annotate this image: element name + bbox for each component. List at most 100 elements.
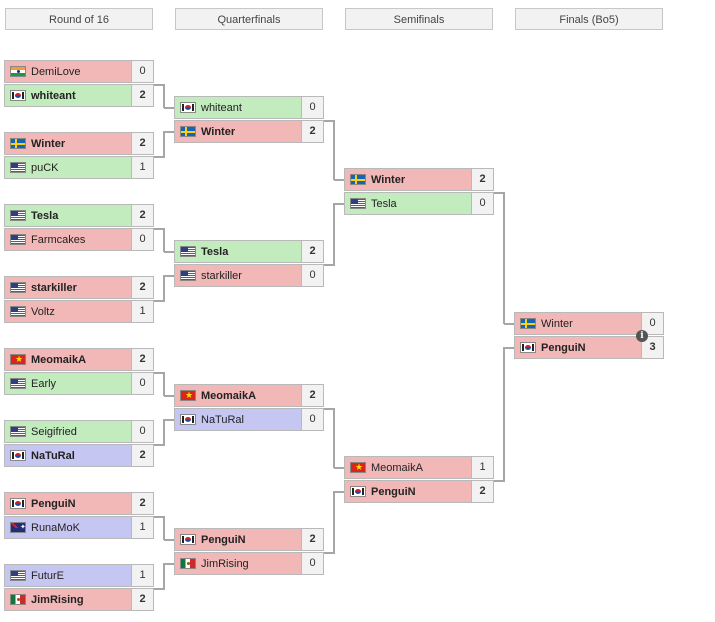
player-name[interactable]: RunaMoK	[31, 521, 80, 534]
player-name[interactable]: starkiller	[201, 269, 242, 282]
player-name[interactable]: whiteant	[31, 89, 76, 102]
player-name[interactable]: MeomaikA	[371, 461, 423, 474]
player-cell[interactable]: Winter	[514, 312, 642, 335]
player-name[interactable]: Seigifried	[31, 425, 77, 438]
player-cell[interactable]: NaTuRal	[4, 444, 132, 467]
player-cell[interactable]: FuturE	[4, 564, 132, 587]
player-cell[interactable]: MeomaikA	[4, 348, 132, 371]
player-cell[interactable]: Tesla	[344, 192, 472, 215]
player-name[interactable]: Voltz	[31, 305, 55, 318]
player-cell[interactable]: PenguiN	[344, 480, 472, 503]
player-cell[interactable]: puCK	[4, 156, 132, 179]
player-cell[interactable]: whiteant	[174, 96, 302, 119]
player-name[interactable]: PenguiN	[201, 533, 246, 546]
player-cell[interactable]: PenguiN	[514, 336, 642, 359]
player-name[interactable]: Winter	[201, 125, 236, 138]
player-cell[interactable]: starkiller	[174, 264, 302, 287]
player-name[interactable]: Tesla	[31, 209, 59, 222]
player-name[interactable]: Winter	[541, 317, 573, 330]
player-name[interactable]: Farmcakes	[31, 233, 86, 246]
player-cell[interactable]: Voltz	[4, 300, 132, 323]
player-cell[interactable]: Tesla	[174, 240, 302, 263]
player-cell[interactable]: Winter	[344, 168, 472, 191]
player-name[interactable]: whiteant	[201, 101, 242, 114]
player-name[interactable]: JimRising	[31, 593, 84, 606]
player-name[interactable]: Tesla	[371, 197, 397, 210]
player-name[interactable]: starkiller	[31, 281, 77, 294]
player-cell[interactable]: JimRising	[174, 552, 302, 575]
player-cell[interactable]: Tesla	[4, 204, 132, 227]
player-name[interactable]: PenguiN	[31, 497, 76, 510]
player-cell[interactable]: NaTuRal	[174, 408, 302, 431]
player-cell[interactable]: starkiller	[4, 276, 132, 299]
player-name[interactable]: Early	[31, 377, 57, 390]
player-cell[interactable]: RunaMoK	[4, 516, 132, 539]
info-icon[interactable]: i	[636, 330, 648, 342]
player-cell[interactable]: Winter	[4, 132, 132, 155]
player-name[interactable]: MeomaikA	[31, 353, 87, 366]
player-name[interactable]: puCK	[31, 161, 59, 174]
player-cell[interactable]: Early	[4, 372, 132, 395]
player-cell[interactable]: MeomaikA	[344, 456, 472, 479]
player-name[interactable]: JimRising	[201, 557, 249, 570]
player-name[interactable]: Tesla	[201, 245, 229, 258]
player-cell[interactable]: Seigifried	[4, 420, 132, 443]
player-name[interactable]: Winter	[31, 137, 66, 150]
player-cell[interactable]: JimRising	[4, 588, 132, 611]
player-cell[interactable]: PenguiN	[4, 492, 132, 515]
player-name[interactable]: DemiLove	[31, 65, 81, 78]
player-cell[interactable]: whiteant	[4, 84, 132, 107]
player-name[interactable]: NaTuRal	[201, 413, 244, 426]
player-cell[interactable]: Winter	[174, 120, 302, 143]
player-cell[interactable]: MeomaikA	[174, 384, 302, 407]
player-cell[interactable]: PenguiN	[174, 528, 302, 551]
match-round-of-16-7[interactable]: PenguiN2RunaMoK1	[4, 492, 154, 540]
player-name[interactable]: FuturE	[31, 569, 65, 582]
player-name[interactable]: PenguiN	[541, 341, 586, 354]
player-name[interactable]: NaTuRal	[31, 449, 75, 462]
player-name[interactable]: PenguiN	[371, 485, 416, 498]
